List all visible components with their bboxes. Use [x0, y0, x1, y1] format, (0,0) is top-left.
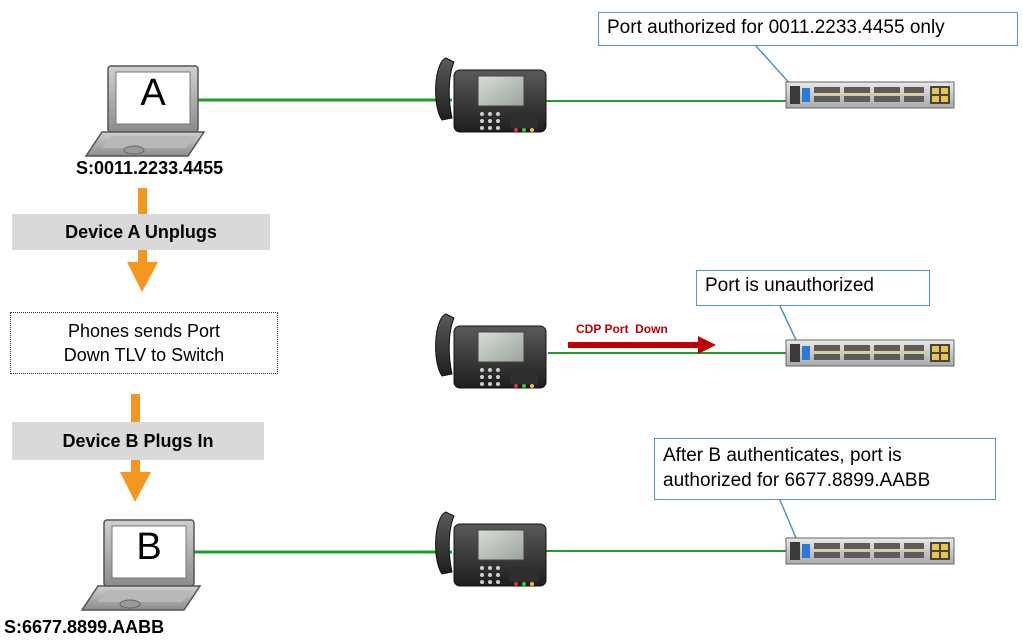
- callout-pointer-3: [779, 499, 797, 539]
- port-down-note-line1: Phones sends Port: [67, 321, 221, 341]
- port-down-note-line2: Down TLV to Switch: [63, 345, 225, 365]
- laptop-a-letter: A: [140, 72, 166, 114]
- port-down-note: Phones sends Port Down TLV to Switch: [10, 312, 278, 374]
- cdp-arrow-head: [698, 336, 716, 354]
- callout-pointer-1: [755, 45, 793, 87]
- callout-b-line2: authorized for 6677.8899.AABB: [663, 470, 931, 491]
- ip-phone-icon: [435, 313, 547, 389]
- callout-port-authorized-a: Port authorized for 0011.2233.4455 only: [598, 12, 1018, 46]
- switch-icon: [785, 339, 955, 367]
- ip-phone-icon: [435, 511, 547, 587]
- callout-port-authorized-b: After B authenticates, port is authorize…: [654, 438, 996, 500]
- callout-b-line1: After B authenticates, port is: [663, 445, 902, 466]
- switch-icon: [785, 81, 955, 109]
- cdp-arrow-shaft: [568, 342, 700, 348]
- step-device-b-plugs-in: Device B Plugs In: [12, 422, 264, 460]
- step-device-a-unplugs: Device A Unplugs: [12, 214, 270, 250]
- switch-icon: [785, 537, 955, 565]
- laptop-b-letter: B: [136, 526, 162, 568]
- flow-arrow-1-head: [127, 262, 158, 292]
- callout-port-unauthorized: Port is unauthorized: [696, 270, 930, 306]
- device-a-mac-label: S:0011.2233.4455: [76, 158, 224, 178]
- device-b-mac-label: S:6677.8899.AABB: [4, 617, 165, 637]
- callout-pointer-2: [779, 305, 797, 341]
- ip-phone-icon: [435, 57, 547, 133]
- cdp-port-down-label: CDP Port Down: [576, 322, 668, 336]
- flow-arrow-2-head: [120, 472, 151, 502]
